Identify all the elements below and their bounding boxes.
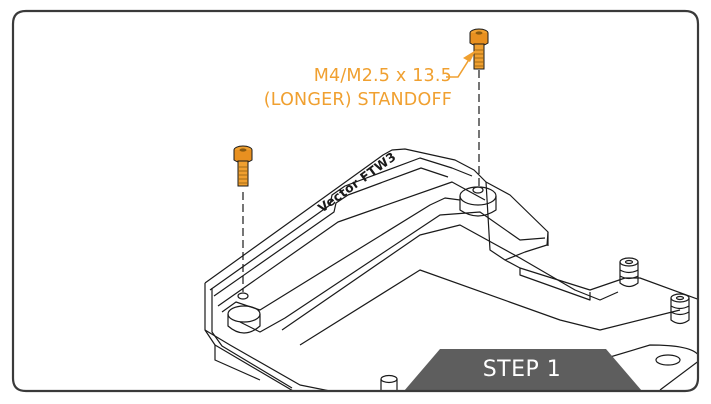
callout-part-size: M4/M2.5 x 13.5 (313, 66, 452, 86)
left-boss (227, 305, 261, 323)
callout-part-name: (LONGER) STANDOFF (263, 90, 452, 110)
frame-border (11, 9, 700, 393)
step-label: STEP 1 (482, 356, 562, 382)
standoff-icon (670, 293, 690, 325)
plate-outline (204, 148, 698, 301)
standoff-icon (380, 374, 398, 391)
plate-front-edge (204, 283, 301, 391)
standoff-icon (619, 257, 639, 288)
callout-leader (446, 57, 471, 78)
callout-arrow-icon (463, 50, 476, 62)
part-callout: M4/M2.5 x 13.5 (LONGER) STANDOFF (190, 64, 452, 112)
screw-icon (233, 145, 253, 187)
plate-ridge (209, 157, 473, 291)
step-badge (404, 349, 642, 391)
screw-icon (469, 28, 489, 70)
